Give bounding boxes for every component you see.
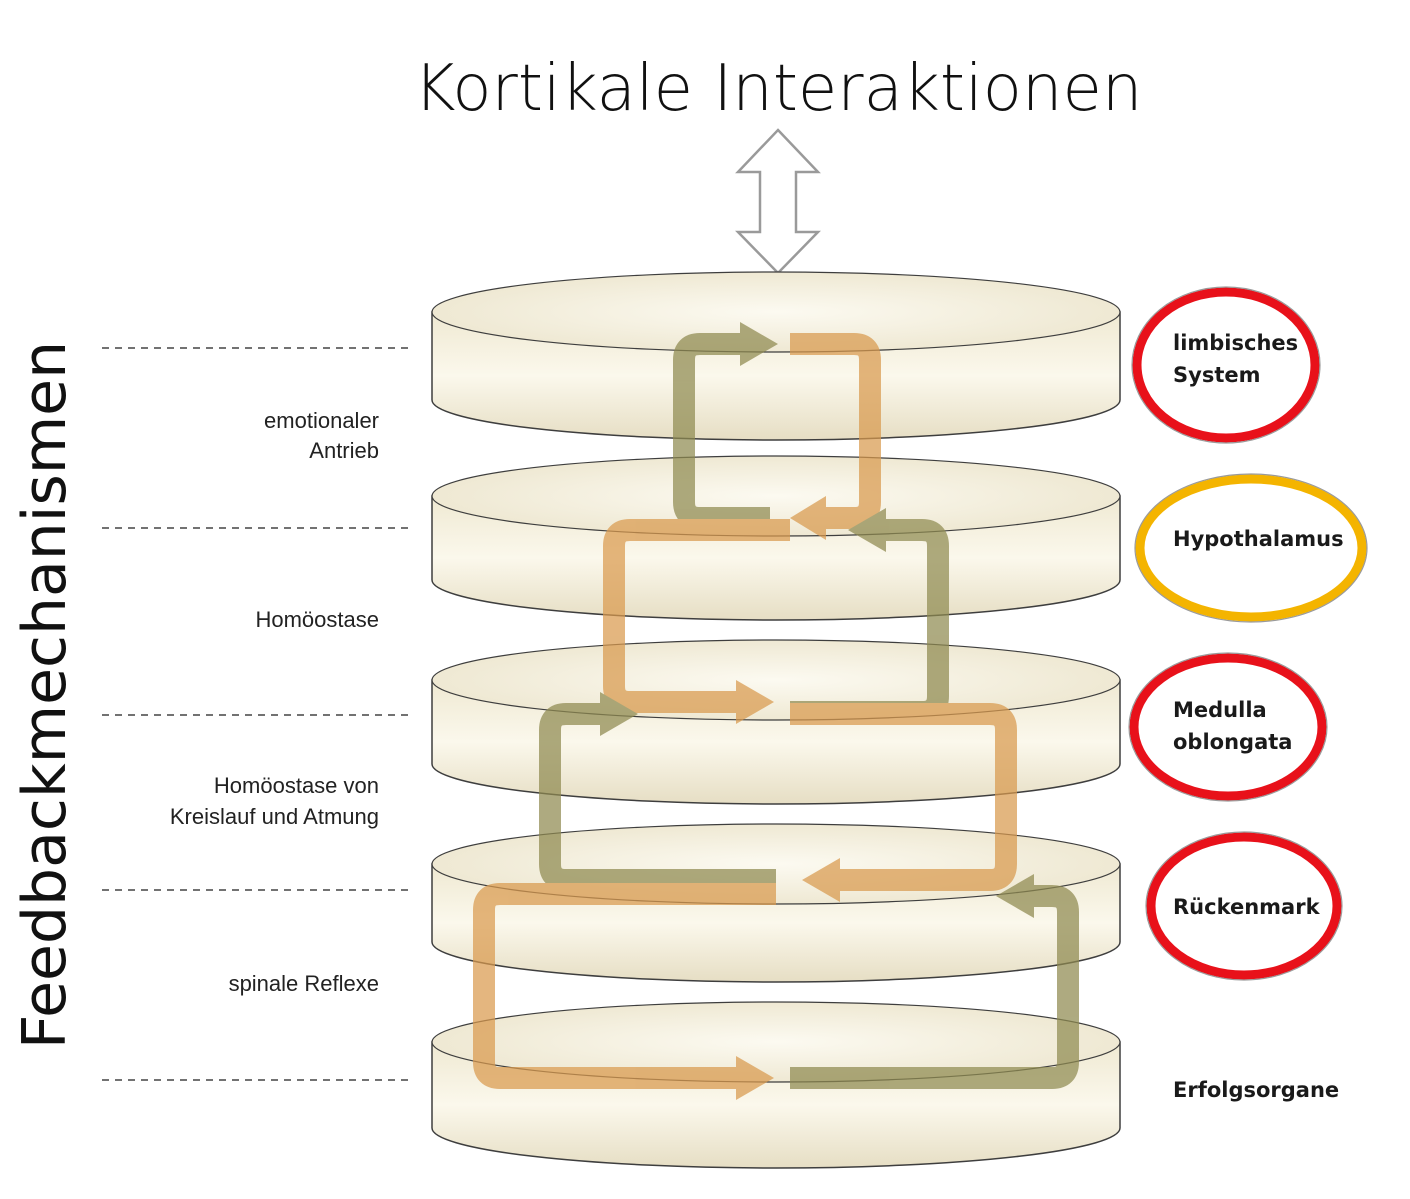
loop-4-olive-arrowhead: [996, 874, 1034, 918]
desc-spinal: spinale Reflexe: [229, 971, 379, 996]
ring-rueckenmark: [1146, 832, 1342, 980]
descriptions: emotionaler Antrieb Homöostase Homöostas…: [170, 408, 379, 996]
desc-circulation-1: Homöostase von: [214, 773, 379, 798]
region-labels: limbisches System Hypothalamus Medulla o…: [1128, 286, 1368, 1102]
desc-homeostasis: Homöostase: [255, 607, 379, 632]
loop-1-orange-arrowhead: [790, 496, 826, 540]
ring-medulla: [1129, 653, 1327, 801]
loop-1-olive-arrowhead: [740, 322, 778, 366]
desc-circulation-2: Kreislauf und Atmung: [170, 804, 379, 829]
disk-stack: [431, 271, 1121, 1169]
double-arrow-icon: [735, 128, 821, 275]
region-label-hypothalamus: Hypothalamus: [1173, 527, 1344, 551]
region-label-medulla-1: Medulla: [1173, 698, 1267, 722]
loop-3-olive: [539, 703, 776, 891]
region-label-limbic-2: System: [1173, 363, 1260, 387]
region-label-medulla-2: oblongata: [1173, 730, 1292, 754]
disk-limbic: [431, 271, 1121, 441]
desc-emotional-1: emotionaler: [264, 408, 379, 433]
desc-emotional-2: Antrieb: [309, 438, 379, 463]
ring-limbic: [1132, 287, 1320, 443]
region-limbic: limbisches System: [1131, 286, 1321, 444]
loop-1-olive: [673, 333, 770, 529]
loop-3-olive-arrowhead: [600, 692, 638, 736]
region-rueckenmark: Rückenmark: [1145, 831, 1343, 981]
side-title: Feedbackmechanismen: [10, 341, 80, 1049]
loop-3-orange: [790, 703, 1017, 891]
region-erfolgsorgane: Erfolgsorgane: [1173, 1078, 1339, 1102]
loop-2-orange: [603, 519, 790, 713]
loop-4-orange-arrowhead: [736, 1056, 774, 1100]
region-label-rueckenmark: Rückenmark: [1173, 895, 1321, 919]
region-medulla: Medulla oblongata: [1128, 652, 1328, 802]
feedback-loops: [473, 322, 1079, 1100]
loop-2-olive-arrowhead: [848, 508, 886, 552]
region-label-limbic-1: limbisches: [1173, 331, 1298, 355]
loop-2-orange-arrowhead: [736, 680, 774, 724]
loop-4-olive: [790, 885, 1079, 1089]
loop-1-orange: [790, 333, 881, 529]
loop-4-orange: [473, 883, 776, 1089]
region-hypothalamus: Hypothalamus: [1134, 473, 1368, 623]
region-label-erfolgsorgane: Erfolgsorgane: [1173, 1078, 1339, 1102]
ring-hypothalamus: [1135, 474, 1367, 622]
diagram-title: Kortikale Interaktionen: [414, 52, 1143, 126]
loop-3-orange-arrowhead: [802, 858, 840, 902]
